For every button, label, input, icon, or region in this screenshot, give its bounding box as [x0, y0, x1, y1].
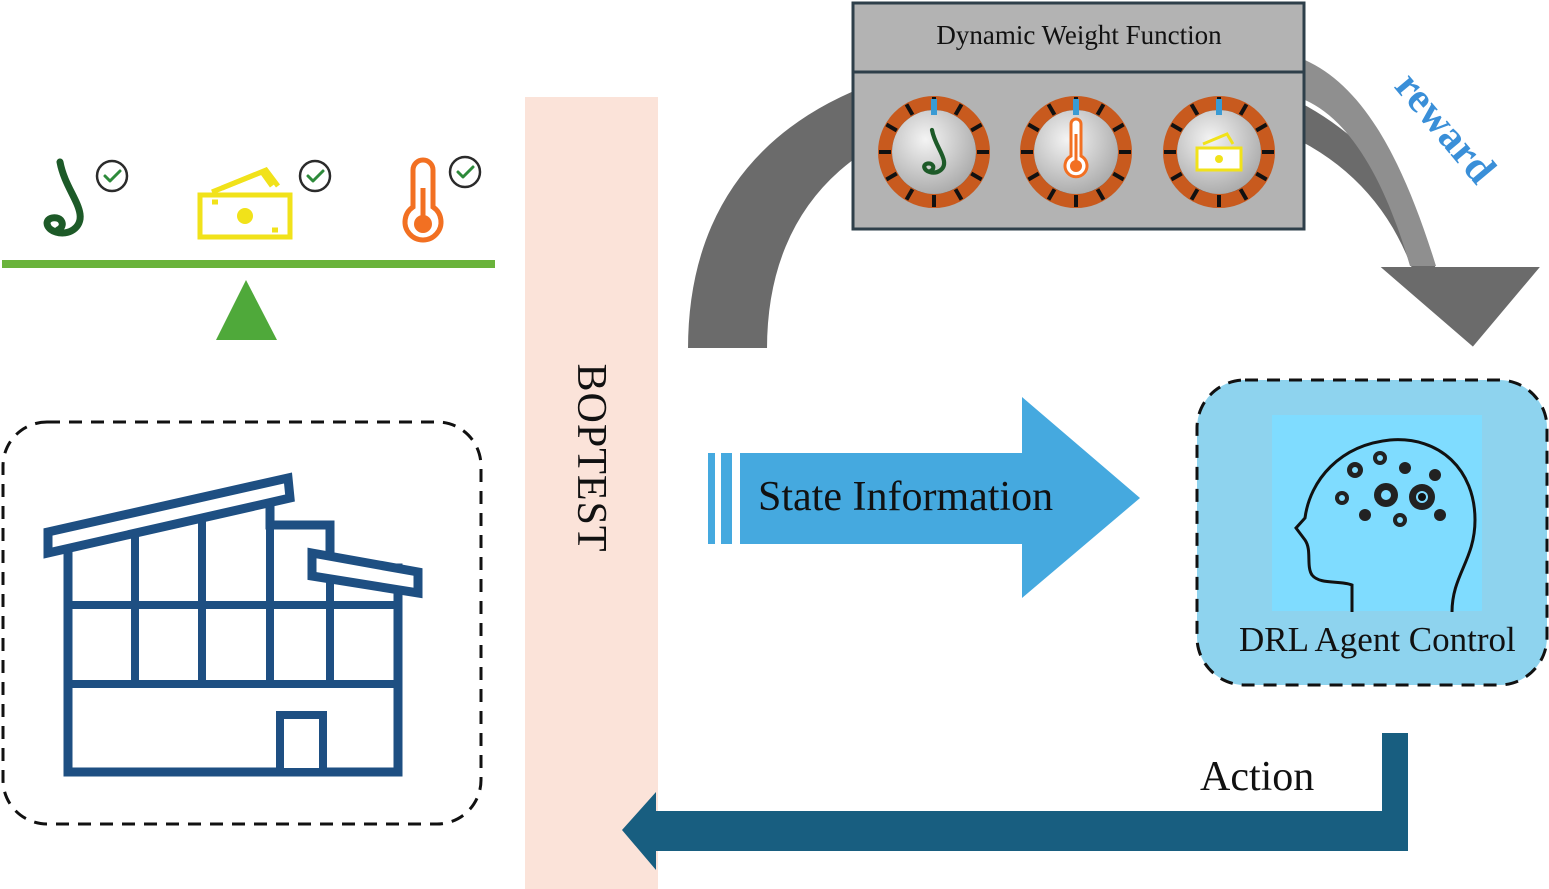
- balance-fulcrum: [216, 280, 277, 340]
- dynamic-weight-function-box: [851, 1, 1306, 231]
- boptest-bar: [525, 97, 658, 889]
- weight-dial: [1163, 96, 1275, 208]
- objective-balance: [2, 155, 495, 340]
- check-icon: [448, 155, 482, 189]
- money-icon: [197, 166, 293, 240]
- weight-dial: [878, 96, 990, 208]
- money-icon: [1195, 132, 1243, 172]
- action-arrow: [622, 733, 1408, 870]
- nose-icon: [47, 162, 80, 233]
- brain-gears-icon: [1272, 415, 1482, 613]
- boptest-label: BOPTEST: [568, 363, 614, 553]
- action-label: Action: [1200, 754, 1315, 800]
- check-icon: [95, 159, 129, 193]
- state-information-arrow: [708, 397, 1140, 598]
- state-information-label: State Information: [758, 474, 1054, 520]
- building-panel: [1, 420, 483, 826]
- thermometer-icon: [1063, 117, 1089, 179]
- dynamic-weight-function-title: Dynamic Weight Function: [936, 20, 1222, 50]
- building-icon: [43, 472, 423, 777]
- weight-dial: [1020, 96, 1132, 208]
- drl-agent-label: DRL Agent Control: [1239, 620, 1516, 659]
- thermometer-icon: [402, 157, 444, 243]
- balance-bar: [2, 260, 495, 268]
- check-icon: [298, 159, 332, 193]
